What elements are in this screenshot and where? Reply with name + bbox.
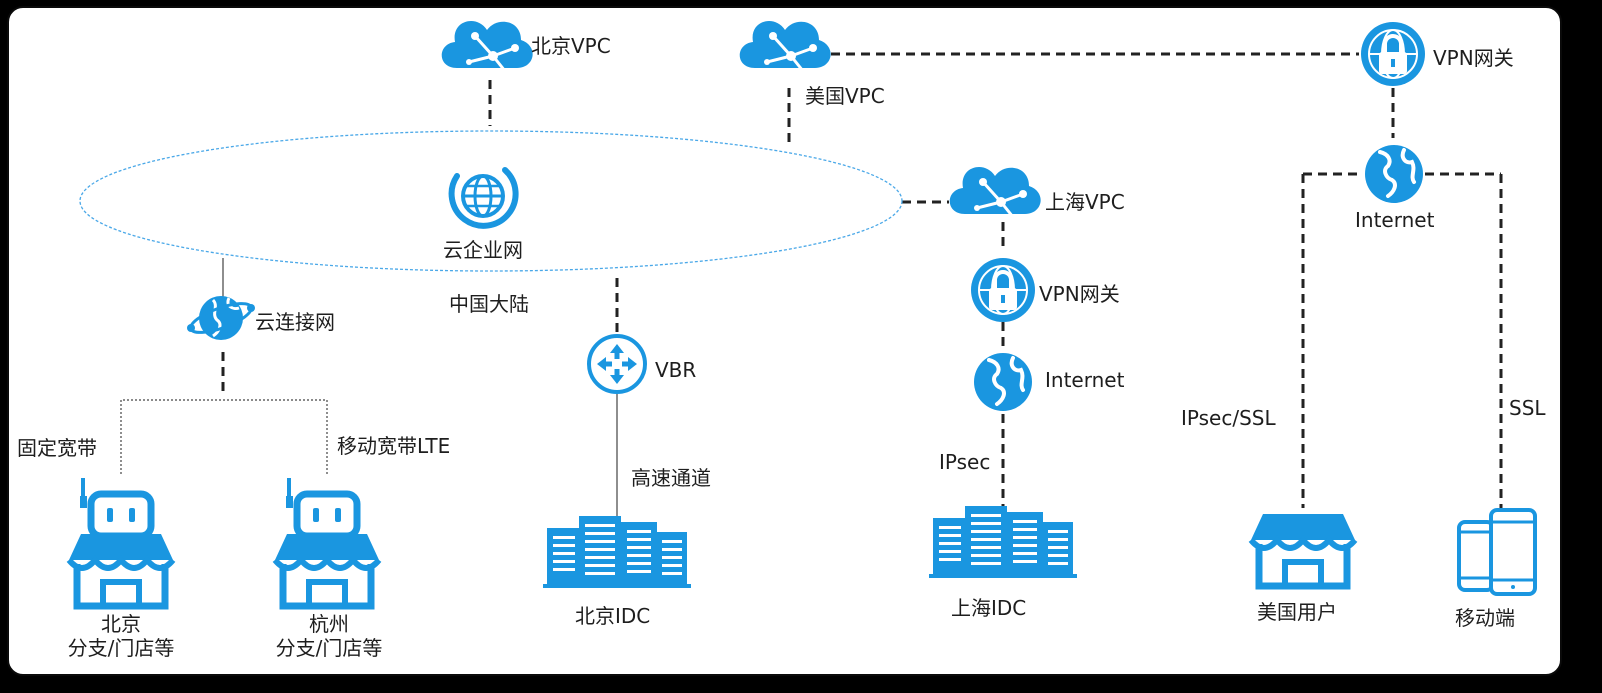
- ipsec-ssl-label: IPsec/SSL: [1181, 406, 1276, 430]
- hangzhou-shop-icon: [275, 534, 379, 606]
- china-mainland-label: 中国大陆: [449, 292, 529, 316]
- vbr-router-icon: [587, 334, 647, 394]
- vpn-gateway-top-lock-icon: [1359, 20, 1427, 88]
- beijing-idc-building-icon: [543, 516, 691, 588]
- us-vpc-cloud-icon: [738, 19, 833, 78]
- vbr-label: VBR: [655, 358, 697, 382]
- vpn-gateway-top-label: VPN网关: [1433, 46, 1514, 70]
- mobile-lte-label: 移动宽带LTE: [337, 434, 451, 458]
- beijing-branch-desc: 分支/门店等: [67, 636, 175, 660]
- express-connect-label: 高速通道: [631, 466, 711, 490]
- beijing-vpc-label: 北京VPC: [531, 34, 611, 58]
- us-vpc-label: 美国VPC: [805, 84, 885, 108]
- diagram-frame: 北京VPC 美国VPC VPN网关 云企业网 中国大陆 Internet 上海V…: [7, 6, 1562, 676]
- mobile-phone-icon: [1457, 508, 1537, 596]
- ccn-orbit-icon: [187, 296, 255, 340]
- beijing-branch-label: 北京 分支/门店等: [51, 612, 191, 660]
- beijing-idc-label: 北京IDC: [575, 604, 651, 628]
- shanghai-vpc-cloud-icon: [948, 165, 1043, 224]
- internet-right-label: Internet: [1355, 208, 1435, 232]
- cen-ellipse: [79, 130, 903, 272]
- vpn-gateway-mid-label: VPN网关: [1039, 282, 1120, 306]
- ipsec-label: IPsec: [939, 450, 991, 474]
- beijing-vpc-cloud-icon: [440, 19, 535, 78]
- internet-right-globe-icon: [1363, 143, 1425, 205]
- ssl-label: SSL: [1509, 396, 1546, 420]
- internet-mid-label: Internet: [1045, 368, 1125, 392]
- shanghai-vpc-label: 上海VPC: [1045, 190, 1125, 214]
- shanghai-idc-label: 上海IDC: [951, 596, 1027, 620]
- fixed-broadband-label: 固定宽带: [17, 436, 97, 460]
- hangzhou-branch-city: 杭州: [309, 612, 349, 636]
- us-user-label: 美国用户: [1257, 600, 1337, 624]
- beijing-branch-city: 北京: [101, 612, 141, 636]
- shanghai-idc-building-icon: [929, 506, 1077, 578]
- cen-icon: [448, 167, 519, 229]
- vpn-gateway-mid-lock-icon: [969, 256, 1037, 324]
- internet-mid-globe-icon: [972, 351, 1034, 413]
- us-user-shop-icon: [1251, 514, 1355, 586]
- beijing-robot-icon: [80, 478, 151, 536]
- beijing-shop-icon: [69, 534, 173, 606]
- cen-label: 云企业网: [443, 238, 523, 262]
- hangzhou-branch-desc: 分支/门店等: [275, 636, 383, 660]
- ccn-label: 云连接网: [255, 310, 335, 334]
- hangzhou-robot-icon: [286, 478, 357, 536]
- network-diagram: [9, 19, 1537, 676]
- hangzhou-branch-label: 杭州 分支/门店等: [259, 612, 399, 660]
- mobile-label: 移动端: [1455, 606, 1515, 630]
